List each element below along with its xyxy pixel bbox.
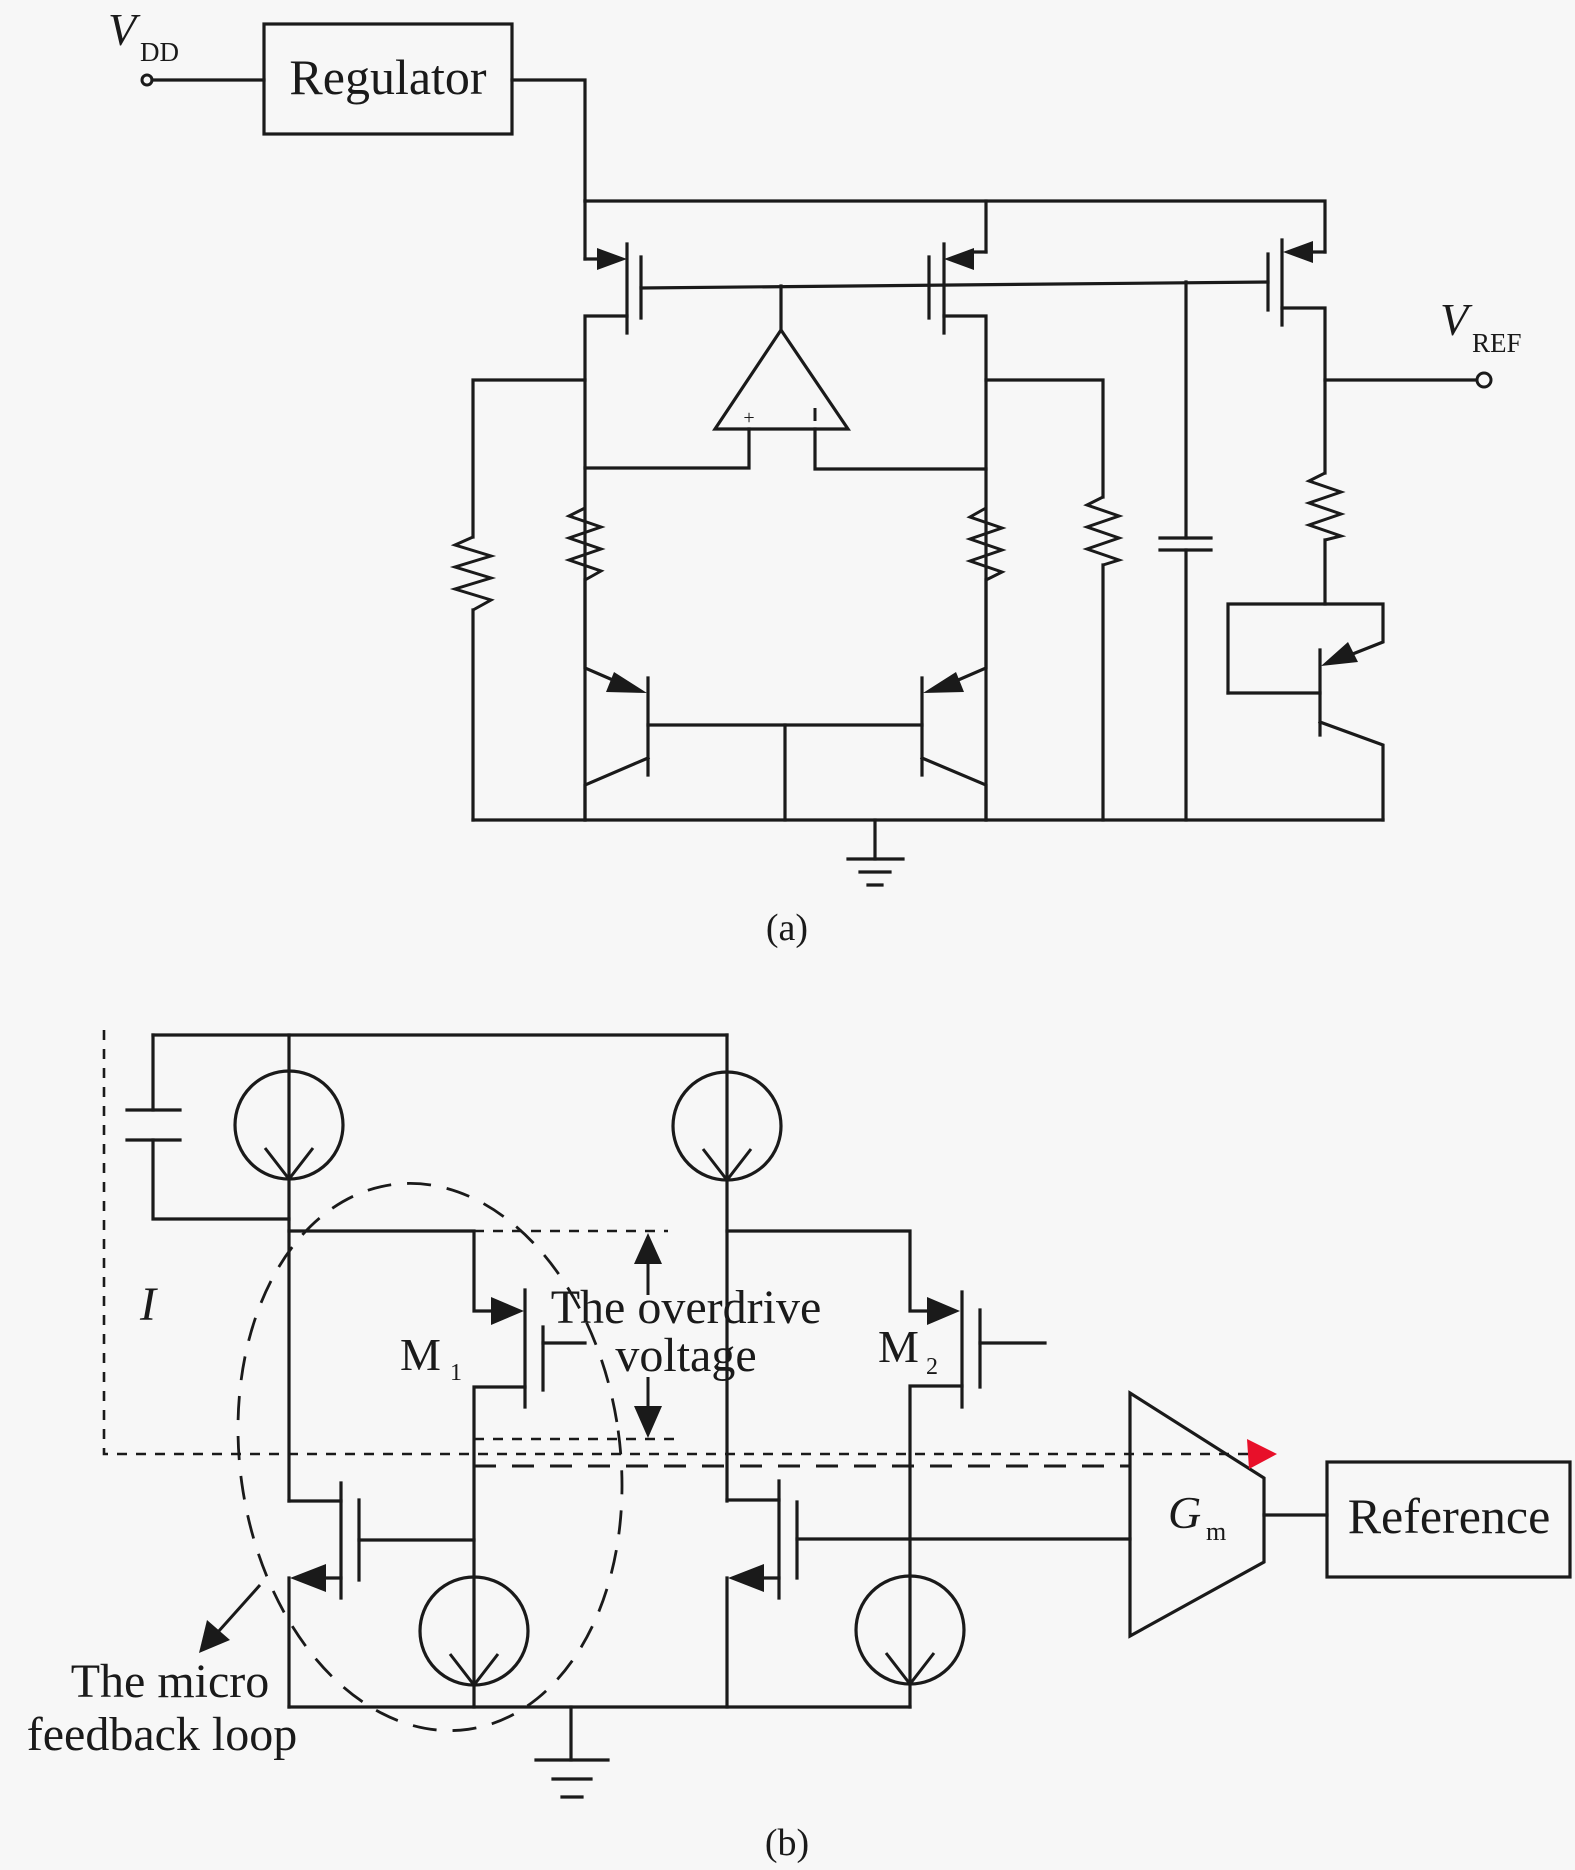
m2-subscript: 2 <box>926 1354 938 1380</box>
gate-bus <box>639 280 1270 290</box>
current-source-2-arrow <box>701 1148 753 1183</box>
left-branch-wire <box>471 378 587 539</box>
pmos-3-drain <box>1280 306 1327 475</box>
current-label: I <box>139 1278 158 1331</box>
bjt-q1-collector <box>583 755 651 822</box>
overdrive-label-line1: The overdrive <box>551 1281 822 1334</box>
overdrive-arrow-down <box>634 1406 662 1438</box>
current-path-line <box>102 1030 1250 1456</box>
resistor-2 <box>564 506 606 582</box>
opamp: + <box>583 327 988 471</box>
vdd-label: V <box>108 4 141 55</box>
regulator-label: Regulator <box>289 49 487 105</box>
m1-subscript: 1 <box>450 1360 462 1386</box>
pmos-1 <box>583 199 643 822</box>
pmos-2-drain <box>942 314 988 822</box>
current-source-3 <box>418 1575 530 1688</box>
m3-source-arrow <box>290 1564 326 1592</box>
gm-label: G <box>1168 1487 1201 1538</box>
resistor-5 <box>1304 471 1347 542</box>
vdd-subscript: DD <box>140 37 179 67</box>
bjt-q1 <box>583 578 651 822</box>
m4-source-arrow <box>728 1564 764 1592</box>
pmos-2-source-arrow <box>944 248 974 270</box>
pmos-3-source-arrow <box>1283 241 1313 263</box>
pmos-3 <box>1266 238 1327 475</box>
vref-subscript: REF <box>1472 328 1522 358</box>
micro-loop-label-line1: The micro <box>71 1655 270 1708</box>
m2-drain <box>908 1384 964 1709</box>
reference-block <box>1325 1460 1572 1579</box>
current-source-1-arrow <box>263 1147 315 1182</box>
gm-subscript: m <box>1206 1517 1226 1546</box>
resistor-3 <box>965 506 1007 582</box>
regulator-output-wire <box>510 78 587 203</box>
bjt-q1-emitter-arrow <box>606 672 647 693</box>
micro-loop-label-line2: feedback loop <box>27 1708 298 1761</box>
current-source-2 <box>671 1033 783 1503</box>
reference-label: Reference <box>1348 1488 1551 1544</box>
supply-rail <box>583 199 1327 254</box>
bjt-q2-collector <box>919 755 988 822</box>
current-source-3-arrow <box>448 1653 500 1688</box>
current-path-arrowhead <box>1247 1439 1277 1469</box>
vref-terminal <box>1475 371 1493 389</box>
nmos-m4 <box>725 1479 1132 1709</box>
nmos-m3 <box>287 1481 476 1709</box>
micro-loop-pointer-shaft <box>216 1584 262 1633</box>
m2-source-arrow <box>927 1297 960 1325</box>
opamp-plus-input-wire <box>583 427 751 470</box>
micro-loop-pointer-arrow <box>199 1620 230 1653</box>
gm-amplifier: G m <box>1128 1390 1266 1639</box>
overdrive-arrow-up <box>634 1233 662 1264</box>
m1-source-arrow <box>491 1297 524 1325</box>
pmos-m1: M 1 <box>287 1229 587 1709</box>
m2-label: M <box>878 1321 919 1372</box>
caption-a: (a) <box>766 907 808 949</box>
opamp-minus-input-wire <box>813 427 988 471</box>
figure-b: M 1 M 2 <box>27 1030 1572 1864</box>
opamp-plus-sign: + <box>743 407 754 429</box>
caption-b: (b) <box>765 1822 809 1864</box>
bjt-q2-emitter-arrow <box>923 672 964 693</box>
m1-drain <box>472 1385 527 1709</box>
cap-b-bottom-lead <box>151 1138 291 1221</box>
current-source-1 <box>233 1033 345 1503</box>
ground-symbol-b <box>534 1705 610 1799</box>
vref-label: V <box>1440 294 1473 345</box>
pmos-2 <box>927 242 988 822</box>
bjt-q3-collector <box>1317 719 1385 822</box>
m1-label: M <box>400 1329 441 1380</box>
right-branch-wire <box>984 378 1105 499</box>
pmos-1-source-arrow <box>597 248 627 270</box>
overdrive-label-line2: voltage <box>615 1329 756 1382</box>
current-source-4-arrow <box>884 1652 936 1687</box>
bjt-q3 <box>1226 602 1385 822</box>
bjt-q3-emitter-arrow <box>1321 642 1358 666</box>
resistor-1 <box>449 535 497 612</box>
micro-feedback-loop-outline <box>236 1181 624 1733</box>
current-source-4 <box>854 1574 966 1687</box>
bjt-q2 <box>919 578 988 822</box>
resistor-4 <box>1082 495 1124 567</box>
opamp-triangle <box>712 327 852 431</box>
pmos-m2: M 2 <box>725 1229 1047 1709</box>
figure-a: V DD Regulator <box>108 4 1522 949</box>
ground-symbol-a <box>846 818 905 887</box>
